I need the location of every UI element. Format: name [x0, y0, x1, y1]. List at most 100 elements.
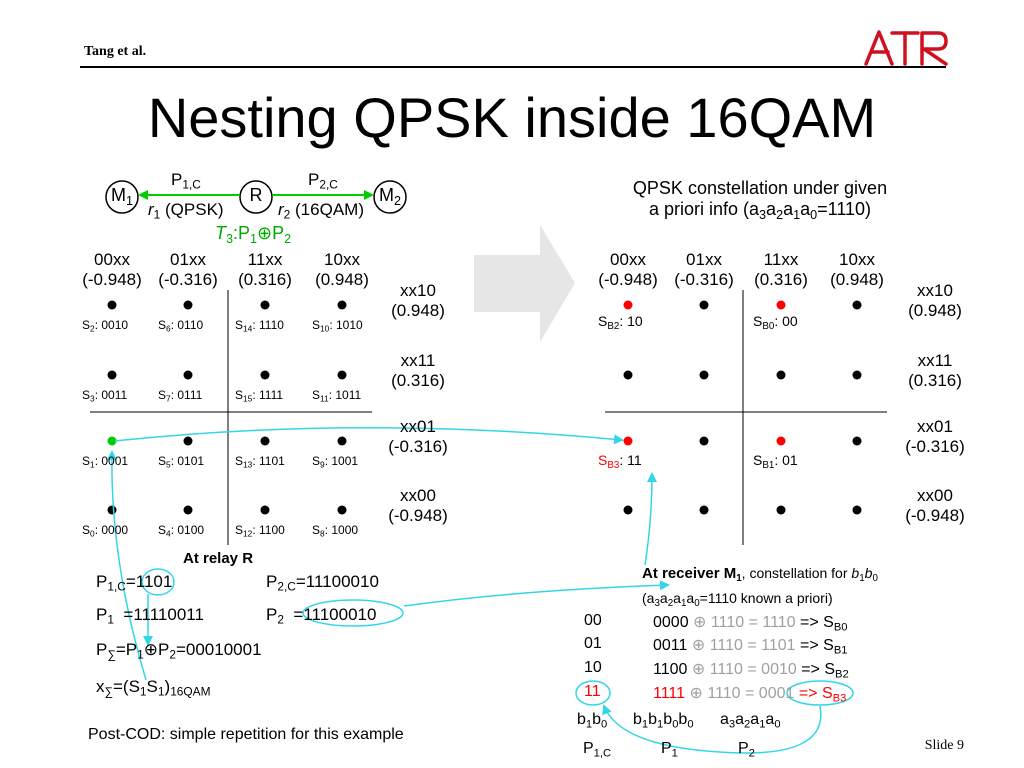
qam16-point-label: S0: 0000: [82, 523, 128, 538]
mapping-target: => S: [801, 661, 836, 678]
qpsk-point-active: [623, 436, 633, 446]
qpsk-row-code: xx10: [917, 281, 953, 300]
relay-x: x∑=(S1S1)16QAM: [96, 677, 211, 699]
relay-p2: P2 =11100010: [266, 605, 377, 627]
qpsk-point: [623, 505, 633, 515]
node-m2-circle: [373, 180, 407, 214]
point-bits: : 0111: [170, 388, 203, 402]
mapping-code: 1111: [653, 685, 686, 702]
qam16-point-label: S9: 1001: [312, 454, 358, 469]
qam16-row-header: xx11(0.316): [378, 351, 458, 391]
qpsk-row-header: xx01(-0.316): [895, 417, 975, 457]
qpsk-row-header: xx11(0.316): [895, 351, 975, 391]
label-sb3: SB3: 11: [598, 452, 642, 471]
arrow-result-to-bb: [602, 704, 822, 754]
point-index: 15: [243, 393, 253, 404]
qpsk-row-code: xx11: [917, 351, 953, 370]
mapping-xor-result: 1110 = 1110: [706, 614, 801, 631]
point-index: 14: [243, 323, 253, 334]
qpsk-col-code: 00xx: [610, 250, 646, 269]
qam16-row-code: xx00: [400, 486, 436, 505]
mapping-xor-result: 1110 = 0001: [702, 685, 799, 702]
receiver-apriori: (a3a2a1a0=1110 known a priori): [642, 590, 833, 609]
transition-arrow: [474, 225, 575, 342]
highlight-bb-11: [575, 680, 611, 706]
qam16-point-label: S15: 1111: [235, 388, 283, 404]
mapping-code: 0000: [653, 614, 689, 631]
point-symbol: S: [235, 523, 244, 537]
point-symbol: S: [82, 454, 91, 468]
point-index: 2: [90, 323, 95, 334]
qpsk-row-header: xx10(0.948): [895, 281, 975, 321]
footer-p1c: P1,C: [583, 740, 612, 760]
point-symbol: S: [312, 318, 321, 332]
point-symbol: S: [158, 523, 167, 537]
qam16-point: [260, 300, 270, 310]
qpsk-row-code: xx00: [917, 486, 953, 505]
qpsk-point-active: [776, 436, 786, 446]
qpsk-col-value: (-0.316): [674, 270, 734, 289]
qam16-point: [260, 505, 270, 515]
point-bits: : 1110: [252, 318, 284, 332]
qam16-point: [260, 370, 270, 380]
qam16-row-code: xx11: [400, 351, 436, 370]
qam16-row-header: xx01(-0.316): [378, 417, 458, 457]
qpsk-point-active: [776, 300, 786, 310]
receiver-mapping: 1111 ⊕ 1110 = 0001 => SB3: [653, 683, 846, 704]
mapping-xor-result: 1110 = 1101: [705, 637, 801, 654]
qam16-point: [337, 436, 347, 446]
point-index: 12: [243, 528, 253, 539]
qam16-row-value: (0.948): [391, 301, 445, 320]
footer-b1b1b0b0: b1b1b0b0: [633, 711, 694, 731]
qam16-point: [337, 505, 347, 515]
qam16-col-value: (0.948): [315, 270, 369, 289]
mapping-target: => S: [798, 685, 833, 702]
qam16-col-header: 01xx(-0.316): [148, 250, 228, 290]
arrow-x-to-s1: [106, 450, 147, 681]
highlight-result-0001: [786, 680, 854, 706]
qam16-point: [337, 370, 347, 380]
point-bits: : 0100: [170, 523, 205, 537]
xor-icon: ⊕: [257, 223, 273, 243]
qam16-point-label: S13: 1101: [235, 454, 285, 469]
xor-icon: ⊕: [143, 640, 158, 659]
mapping-target: => S: [800, 614, 834, 631]
qpsk-point: [852, 370, 862, 380]
receiver-bb: 00: [584, 612, 602, 629]
relay-p1: P1 =11110011: [96, 605, 204, 627]
qpsk-row-value: (0.948): [908, 301, 962, 320]
qpsk-point: [623, 370, 633, 380]
atr-logo: [862, 28, 950, 73]
relay-heading: At relay R: [183, 550, 254, 567]
qam16-row-code: xx01: [400, 417, 436, 436]
point-index: 3: [90, 393, 95, 404]
label-p1c: P1,C: [171, 170, 201, 192]
qpsk-point: [852, 300, 862, 310]
point-symbol: S: [312, 523, 321, 537]
label-sb1: SB1: 01: [753, 452, 798, 471]
point-bits: : 0011: [94, 388, 128, 402]
qpsk-col-value: (0.948): [830, 270, 884, 289]
receiver-mapping: 0011 ⊕ 1110 = 1101 => SB1: [653, 635, 848, 656]
point-symbol: S: [82, 388, 91, 402]
qpsk-point: [699, 505, 709, 515]
highlight-p1c-value: [141, 568, 175, 596]
point-bits: : 1011: [328, 388, 362, 402]
point-symbol: S: [158, 388, 167, 402]
label-t3: T3:P1⊕P2: [215, 223, 292, 246]
qam16-col-code: 11xx: [247, 250, 283, 269]
highlight-p2-value: [302, 599, 404, 627]
mapping-code: 0011: [653, 637, 688, 654]
xor-icon: ⊕: [685, 685, 703, 702]
footer-a3a2a1a0: a3a2a1a0: [720, 711, 781, 731]
qam16-point-label: S6: 0110: [158, 318, 203, 333]
qpsk-title: QPSK constellation under given a priori …: [632, 178, 888, 222]
qam16-point-label: S10: 1010: [312, 318, 363, 333]
atr-logo-icon: [864, 30, 948, 66]
node-r-circle: [239, 180, 273, 214]
qpsk-col-header: 00xx(-0.948): [588, 250, 668, 290]
qpsk-row-value: (-0.316): [905, 437, 965, 456]
qam16-row-value: (-0.948): [388, 506, 448, 525]
point-bits: : 1000: [324, 523, 359, 537]
qpsk-row-code: xx01: [917, 417, 953, 436]
